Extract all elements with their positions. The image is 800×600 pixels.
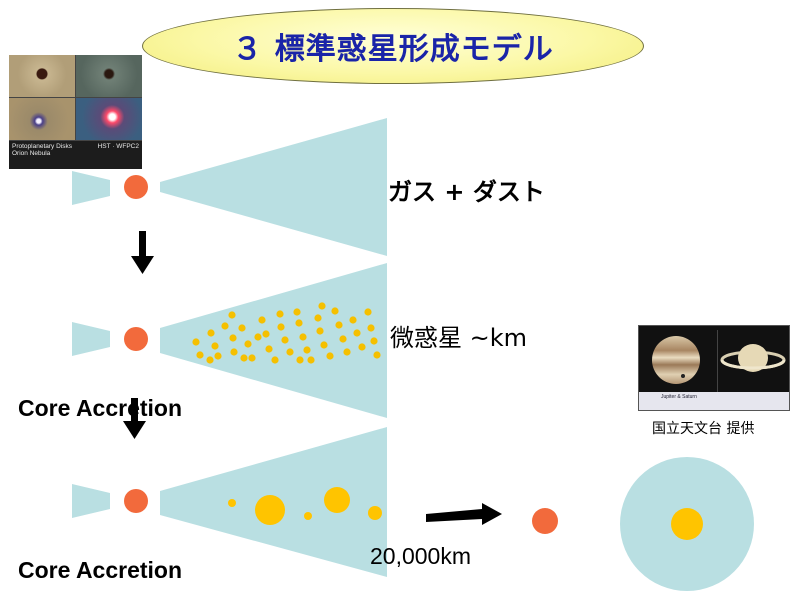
planetesimal-dot bbox=[370, 337, 378, 345]
disk-left-2 bbox=[72, 322, 110, 356]
disk-left-3 bbox=[72, 484, 110, 518]
jupiter-saturn-photo: Jupiter & Saturn bbox=[638, 325, 790, 411]
planetesimal-dot bbox=[299, 333, 307, 341]
disk-left-1 bbox=[72, 171, 110, 205]
planetesimal-dot bbox=[358, 343, 366, 351]
title-banner: ３ 標準惑星形成モデル bbox=[142, 8, 644, 84]
jupiter-image bbox=[643, 330, 713, 392]
planetesimal-dot bbox=[367, 324, 375, 332]
planetesimal-dot bbox=[276, 310, 284, 318]
hst-frame-2 bbox=[76, 55, 142, 97]
core-medium bbox=[368, 506, 382, 520]
label-core-accretion-2: Core Accretion bbox=[18, 557, 183, 583]
planetesimal-dot bbox=[271, 356, 279, 364]
planetesimal-dot bbox=[240, 354, 248, 362]
label-gas-dust: ガス + ダスト bbox=[388, 178, 545, 206]
planetesimal-dot bbox=[281, 336, 289, 344]
planetesimal-dot bbox=[206, 356, 214, 364]
label-planetesimal: 微惑星 ~km bbox=[390, 324, 528, 352]
page-title: ３ 標準惑星形成モデル bbox=[232, 32, 554, 67]
planetesimal-dot bbox=[265, 345, 273, 353]
hst-frame-1 bbox=[9, 55, 75, 97]
hst-caption-line1: Protoplanetary Disks bbox=[12, 143, 72, 150]
core-small-1 bbox=[228, 499, 236, 507]
hst-caption: Protoplanetary Disks Orion Nebula HST · … bbox=[9, 141, 142, 169]
planetesimal-dots bbox=[192, 302, 381, 364]
arrow-down-1 bbox=[131, 231, 154, 274]
row-planetesimals bbox=[72, 263, 387, 418]
planetesimal-dot bbox=[192, 338, 200, 346]
planetesimal-dot bbox=[248, 354, 256, 362]
planetesimal-dot bbox=[196, 351, 204, 359]
gas-giant bbox=[620, 457, 754, 591]
nao-caption-bar: Jupiter & Saturn bbox=[639, 392, 789, 410]
planetesimal-dot bbox=[320, 341, 328, 349]
planetesimal-dot bbox=[339, 335, 347, 343]
hst-protoplanetary-photo: Protoplanetary Disks Orion Nebula HST · … bbox=[9, 55, 142, 169]
planetesimal-dot bbox=[262, 330, 270, 338]
planetesimal-dot bbox=[296, 356, 304, 364]
planetesimal-dot bbox=[343, 348, 351, 356]
hst-frame-4 bbox=[76, 98, 142, 140]
planetesimal-dot bbox=[316, 327, 324, 335]
planetesimal-dot bbox=[211, 342, 219, 350]
core-large-2 bbox=[324, 487, 350, 513]
planetesimal-dot bbox=[286, 348, 294, 356]
planetesimal-dot bbox=[238, 324, 246, 332]
star-2 bbox=[124, 327, 148, 351]
planetesimal-dot bbox=[230, 348, 238, 356]
saturn-image bbox=[717, 330, 788, 392]
planetesimal-dot bbox=[349, 316, 357, 324]
planetesimal-dot bbox=[207, 329, 215, 337]
planetesimal-dot bbox=[295, 319, 303, 327]
core-large-1 bbox=[255, 495, 285, 525]
planetesimal-dot bbox=[364, 308, 372, 316]
hst-caption-instrument: HST · WFPC2 bbox=[97, 143, 139, 150]
row-cores bbox=[72, 427, 387, 577]
arrow-down-2 bbox=[123, 398, 146, 439]
planetesimal-dot bbox=[318, 302, 326, 310]
planetesimal-dot bbox=[221, 322, 229, 330]
planetesimal-dot bbox=[244, 340, 252, 348]
planetesimal-dot bbox=[228, 311, 236, 319]
planetesimal-dot bbox=[293, 308, 301, 316]
planetesimal-dot bbox=[214, 352, 222, 360]
hst-frame-3 bbox=[9, 98, 75, 140]
hst-caption-line2: Orion Nebula bbox=[12, 150, 51, 157]
arrow-right bbox=[426, 503, 502, 525]
nao-caption: Jupiter & Saturn bbox=[661, 394, 697, 400]
planetesimal-dot bbox=[258, 316, 266, 324]
row-gas-dust bbox=[72, 118, 387, 256]
planetesimal-dot bbox=[326, 352, 334, 360]
planetesimal-dot bbox=[303, 346, 311, 354]
gas-giant-core bbox=[671, 508, 703, 540]
protoplanet-body bbox=[532, 508, 558, 534]
core-small-2 bbox=[304, 512, 312, 520]
planetesimal-dot bbox=[277, 323, 285, 331]
star-3 bbox=[124, 489, 148, 513]
planetesimal-dot bbox=[254, 333, 262, 341]
planetesimal-dot bbox=[229, 334, 237, 342]
planetesimal-dot bbox=[331, 307, 339, 315]
planetesimal-dot bbox=[335, 321, 343, 329]
label-core-accretion-1: Core Accretion bbox=[18, 395, 183, 421]
planetesimal-dot bbox=[307, 356, 315, 364]
planetesimal-dot bbox=[314, 314, 322, 322]
label-distance: 20,000km bbox=[370, 543, 472, 569]
star-1 bbox=[124, 175, 148, 199]
planetesimal-dot bbox=[353, 329, 361, 337]
disk-right-1 bbox=[160, 118, 387, 256]
disk-right-2 bbox=[160, 263, 387, 418]
planetesimal-dot bbox=[373, 351, 381, 359]
label-photo-credit: 国立天文台 提供 bbox=[652, 421, 755, 437]
